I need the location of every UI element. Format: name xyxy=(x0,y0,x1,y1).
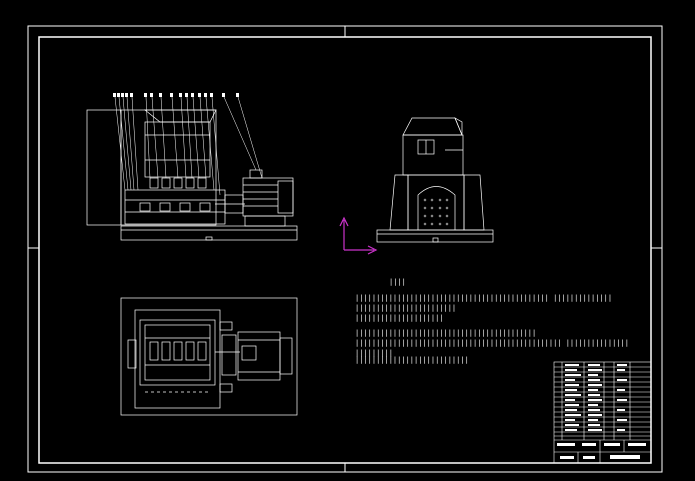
note-line: ||||||||| xyxy=(355,349,393,357)
note-line: ||||||||||||||||||||||||||||||||||||||||… xyxy=(355,294,612,302)
ucs-axis-icon xyxy=(339,216,378,255)
plan-view xyxy=(120,297,298,416)
note-line: ||||||||||||||||||||||||||| xyxy=(355,356,469,364)
front-elevation-view xyxy=(86,109,298,241)
note-line: |||||||||||||||||||||||| xyxy=(355,304,456,312)
note-line: ||||||||||||||||||||||||||||||||||||||||… xyxy=(355,339,629,347)
technical-notes: |||| |||||||||||||||||||||||||||||||||||… xyxy=(355,278,629,364)
balloon-numbers xyxy=(113,93,239,97)
part-balloons xyxy=(114,96,263,196)
sheet-border xyxy=(27,25,663,473)
notes-heading: |||| xyxy=(389,278,406,286)
title-block xyxy=(553,361,652,464)
note-line: ||||||||||||||||||||||||||||||||||||||||… xyxy=(355,329,536,337)
side-elevation-view xyxy=(376,117,494,243)
note-line: ||||||||||||||||||||| xyxy=(355,314,444,322)
title-block-text-fill xyxy=(557,364,646,459)
